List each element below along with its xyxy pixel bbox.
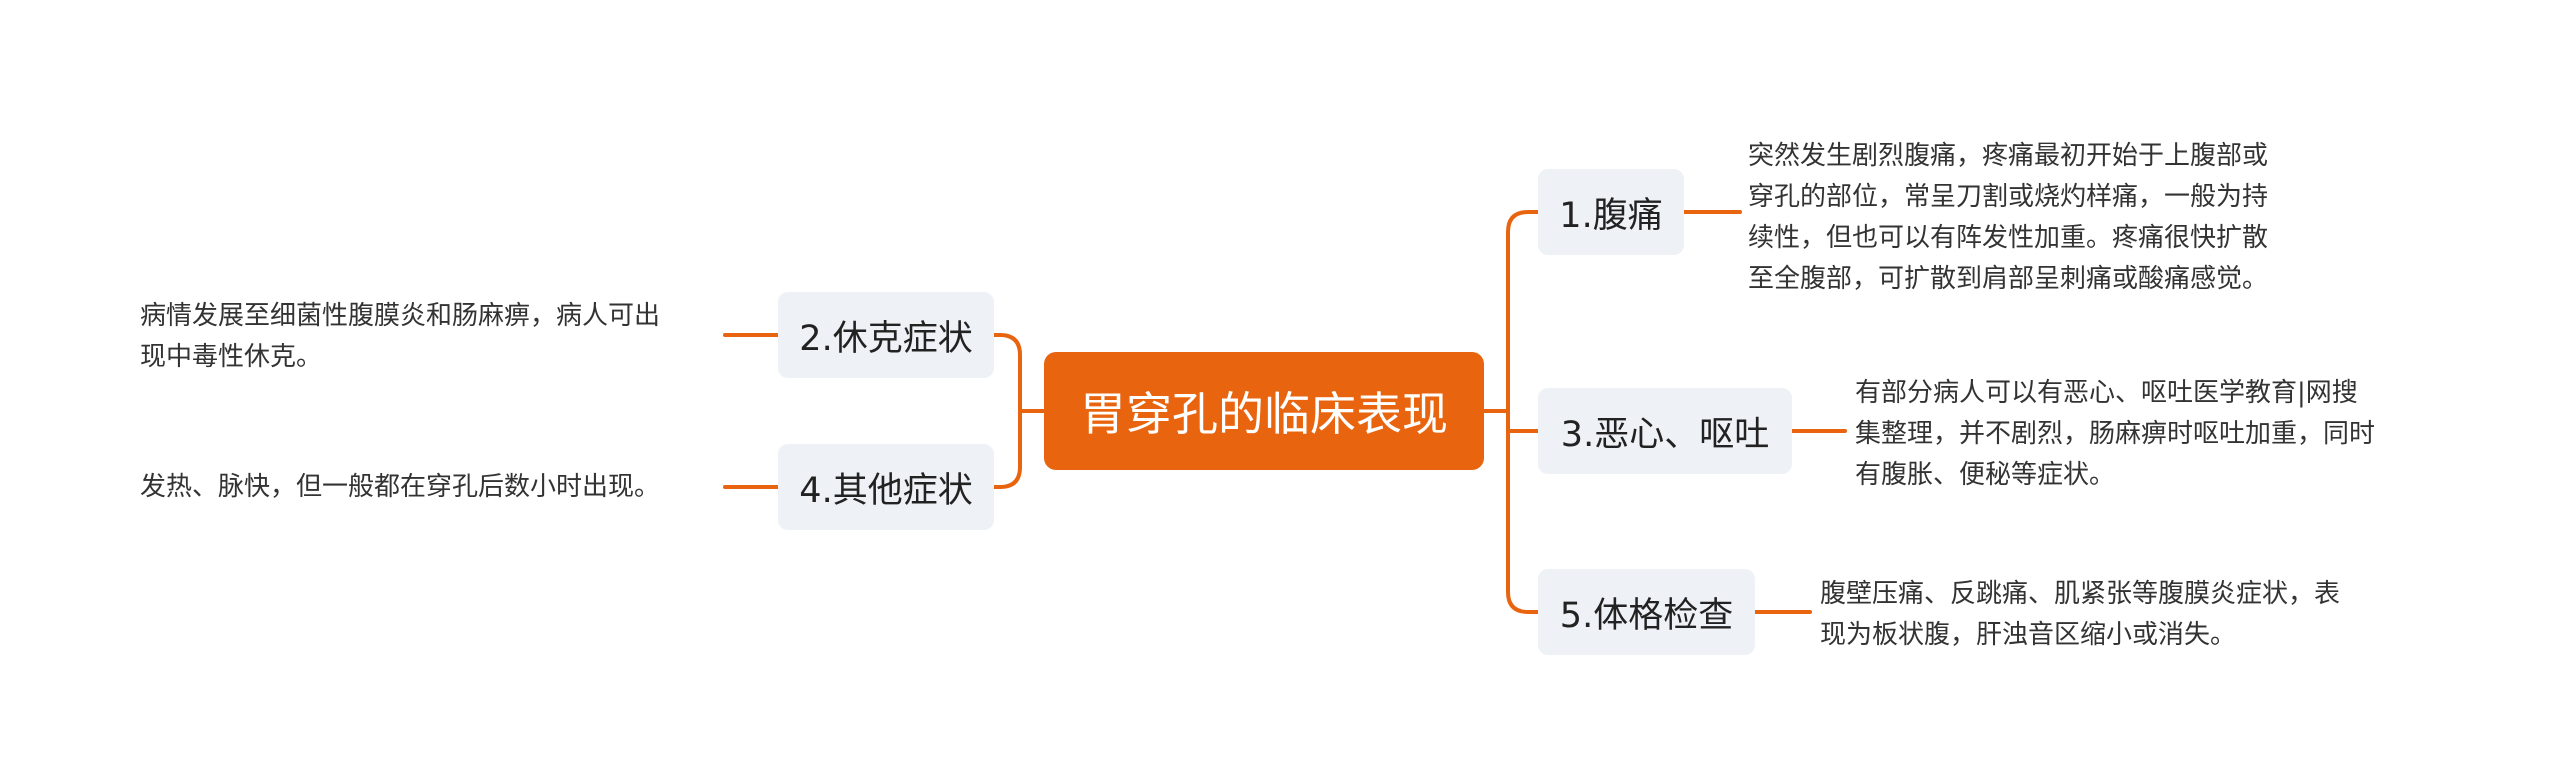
topic-label: 2.休克症状	[799, 318, 973, 359]
topic-nausea-vomiting[interactable]: 3.恶心、呕吐	[1538, 388, 1792, 474]
topic-label: 4.其他症状	[799, 470, 973, 511]
detail-nausea-vomiting: 有部分病人可以有恶心、呕吐医学教育|网搜 集整理，并不剧烈，肠麻痹时呕吐加重，同…	[1855, 373, 2375, 496]
topic-abdominal-pain[interactable]: 1.腹痛	[1538, 169, 1684, 255]
topic-shock[interactable]: 2.休克症状	[778, 292, 994, 378]
connector-to-other	[992, 409, 1022, 489]
connector-to-nausea-vomiting	[1506, 409, 1540, 433]
connector-to-abdominal-pain	[1506, 210, 1540, 413]
detail-line: 发热、脉快，但一般都在穿孔后数小时出现。	[140, 472, 661, 502]
detail-shock: 病情发展至细菌性腹膜炎和肠麻痹，病人可出 现中毒性休克。	[140, 296, 660, 378]
detail-abdominal-pain: 突然发生剧烈腹痛，疼痛最初开始于上腹部或 穿孔的部位，常呈刀割或烧灼样痛，一般为…	[1748, 136, 2268, 300]
connector-to-shock	[992, 333, 1022, 413]
detail-physical-exam: 腹壁压痛、反跳痛、肌紧张等腹膜炎症状，表 现为板状腹，肝浊音区缩小或消失。	[1820, 574, 2340, 656]
detail-line: 腹壁压痛、反跳痛、肌紧张等腹膜炎症状，表	[1820, 579, 2341, 609]
central-topic[interactable]: 胃穿孔的临床表现	[1044, 352, 1484, 470]
detail-line: 突然发生剧烈腹痛，疼痛最初开始于上腹部或	[1748, 141, 2269, 171]
detail-line: 现中毒性休克。	[140, 342, 323, 372]
detail-other: 发热、脉快，但一般都在穿孔后数小时出现。	[140, 467, 660, 508]
topic-other[interactable]: 4.其他症状	[778, 444, 994, 530]
topic-label: 3.恶心、呕吐	[1560, 414, 1770, 455]
detail-line: 集整理，并不剧烈，肠麻痹时呕吐加重，同时	[1855, 419, 2376, 449]
detail-line: 有部分病人可以有恶心、呕吐医学教育|网搜	[1855, 378, 2358, 408]
detail-line: 现为板状腹，肝浊音区缩小或消失。	[1820, 620, 2237, 650]
connector-to-physical-exam	[1506, 409, 1540, 614]
topic-label: 5.体格检查	[1559, 595, 1734, 636]
central-topic-label: 胃穿孔的临床表现	[1080, 387, 1448, 441]
detail-line: 穿孔的部位，常呈刀割或烧灼样痛，一般为持	[1748, 182, 2269, 212]
detail-line: 病情发展至细菌性腹膜炎和肠麻痹，病人可出	[140, 301, 661, 331]
topic-physical-exam[interactable]: 5.体格检查	[1538, 569, 1755, 655]
detail-line: 续性，但也可以有阵发性加重。疼痛很快扩散	[1748, 223, 2269, 253]
detail-line: 有腹胀、便秘等症状。	[1855, 460, 2116, 490]
detail-line: 至全腹部，可扩散到肩部呈刺痛或酸痛感觉。	[1748, 264, 2269, 294]
topic-label: 1.腹痛	[1559, 195, 1663, 236]
